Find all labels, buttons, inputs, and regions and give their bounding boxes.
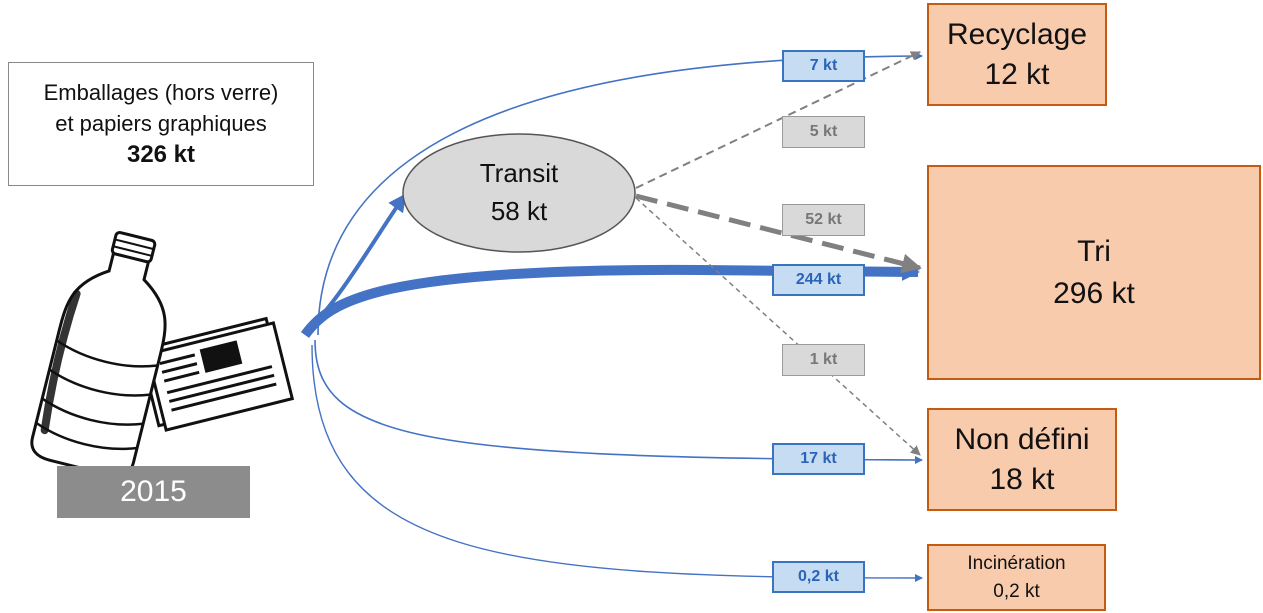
- tag-transit-non-defini: 1 kt: [782, 344, 865, 376]
- tag-direct-tri: 244 kt: [772, 264, 865, 296]
- incineration-label: Incinération: [967, 552, 1066, 574]
- year-label: 2015: [57, 466, 250, 518]
- source-box: Emballages (hors verre) et papiers graph…: [8, 62, 314, 186]
- recyclage-label: Recyclage: [946, 17, 1088, 51]
- destination-non-defini: Non défini 18 kt: [927, 408, 1117, 511]
- flow-to-incineration: [311, 344, 923, 582]
- non-defini-label: Non défini: [954, 422, 1090, 456]
- transit-label: Transit: [480, 158, 559, 188]
- destination-incineration: Incinération 0,2 kt: [927, 544, 1106, 611]
- transit-to-non-defini: [635, 197, 921, 456]
- tag-direct-incineration: 0,2 kt: [772, 561, 865, 593]
- source-line1: Emballages (hors verre): [43, 80, 279, 105]
- tag-transit-tri: 52 kt: [782, 204, 865, 236]
- tri-value: 296 kt: [1053, 276, 1135, 310]
- source-line2: et papiers graphiques: [55, 111, 267, 136]
- flow-to-tri: [300, 262, 920, 338]
- tri-label: Tri: [1077, 234, 1111, 268]
- tag-direct-non-defini: 17 kt: [772, 443, 865, 475]
- source-total: 326 kt: [126, 141, 196, 168]
- flow-to-transit: [306, 193, 407, 332]
- flow-to-non-defini: [314, 339, 923, 464]
- bottle-and-newspaper-icon: [30, 231, 295, 478]
- tag-direct-recyclage: 7 kt: [782, 50, 865, 82]
- transit-node: [402, 133, 636, 253]
- transit-value: 58 kt: [491, 196, 548, 226]
- transit-to-recyclage: [635, 51, 921, 189]
- incineration-value: 0,2 kt: [993, 580, 1040, 602]
- destination-tri: Tri 296 kt: [927, 165, 1261, 380]
- transit-to-tri: [635, 193, 922, 274]
- non-defini-value: 18 kt: [989, 462, 1055, 496]
- destination-recyclage: Recyclage 12 kt: [927, 3, 1107, 106]
- recyclage-value: 12 kt: [984, 57, 1050, 91]
- tag-transit-recyclage: 5 kt: [782, 116, 865, 148]
